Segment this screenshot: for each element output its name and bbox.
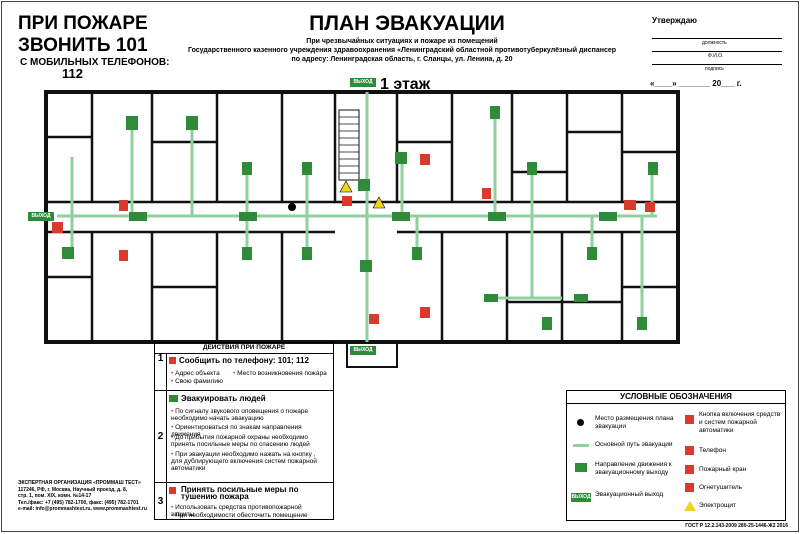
extinguisher-icon [169,487,176,494]
phone-icon [685,446,694,455]
legend-phone: Телефон [699,447,726,454]
step-2-item-c: • До прибытия пожарной охраны необходимо… [171,434,310,448]
legend-hydrant: Пожарный кран [699,466,747,473]
action-step-3: 3 Принять посильные меры по тушению пожа… [155,483,333,520]
subtitle-line2: Государственного казенного учреждения зд… [187,47,617,54]
approval-label: Утверждаю [652,16,697,25]
run-sign-icon [169,395,178,402]
org-addr2: стр. 1, пом. XIX, комн. №14-17 [18,493,92,499]
fire-actions-title: ДЕЙСТВИЯ ПРИ ПОЖАРЕ [155,343,333,354]
legend-exit: Эвакуационный выход [595,491,664,498]
gost-code: ГОСТ Р 12.2.143-2009 280-25-1446-Ж2 2016 [685,523,788,529]
org-addr1: 117246, РФ, г. Москва, Научный проезд, д… [18,486,128,493]
approval-position: должность [702,40,727,46]
exit-sign-icon: ВЫХОД [571,493,591,502]
subtitle-line1: При чрезвычайных ситуациях и пожаре из п… [306,38,498,45]
approval-date: «____» _______ 20___ г. [650,79,742,88]
floor-label: 1 этаж [380,76,431,93]
subtitle-line3: по адресу: Ленинградская область, г. Сла… [291,56,513,63]
legend-title: УСЛОВНЫЕ ОБОЗНАЧЕНИЯ [567,391,785,404]
hydrant-icon [685,465,694,474]
step-3-item-b: • При необходимости обесточить помещение [171,512,308,519]
step-2-item-b: • Ориентироваться по знакам направления … [171,424,302,438]
action-step-2: 2 Эвакуировать людей • По сигналу звуков… [155,391,333,483]
direction-sign-icon [575,463,587,472]
phone-icon [169,357,176,364]
organization-info: ЭКСПЕРТНАЯ ОРГАНИЗАЦИЯ «ПРОММАШ ТЕСТ» 11… [18,480,147,513]
location-dot-icon [577,419,584,426]
org-name: ЭКСПЕРТНАЯ ОРГАНИЗАЦИЯ «ПРОММАШ ТЕСТ» [18,480,141,486]
step-3-item-a: • Использовать средства противопожарной … [171,504,302,518]
legend-direction: Направление движения к эвакуационному вы… [595,461,672,476]
legend-electric: Электрощит [699,502,736,509]
exit-sign-bottom: ВЫХОД [350,346,376,355]
step-2-heading: Эвакуировать людей [181,394,266,403]
exit-sign-top: ВЫХОД [350,78,376,87]
step-1-item-c: • Место возникновения пожара [233,370,327,377]
fire-call-line1: ПРИ ПОЖАРЕ [18,13,148,34]
electric-warning-icon [684,501,696,511]
step-1-item-b: • Свою фамилию [171,378,223,385]
page-title: ПЛАН ЭВАКУАЦИИ [309,12,505,35]
step-1-number: 1 [155,353,167,390]
step-1-heading: Сообщить по телефону: 101; 112 [179,356,309,365]
legend-extinguisher: Огнетушитель [699,484,743,491]
legend-box: УСЛОВНЫЕ ОБОЗНАЧЕНИЯ Место размещения пл… [566,390,786,521]
org-phone: Тел./факс: +7 (495) 782-1700, факс: (495… [18,499,139,506]
fire-actions-box: ДЕЙСТВИЯ ПРИ ПОЖАРЕ 1 Сообщить по телефо… [154,342,334,520]
alarm-button-icon [685,415,694,424]
mobile-number: 112 [62,66,83,81]
step-3-heading: Принять посильные меры по тушению пожара [181,485,299,501]
legend-button: Кнопка включения средств и систем пожарн… [699,411,781,434]
step-1-item-a: • Адрес объекта [171,370,220,377]
approval-signature: подпись [705,66,724,72]
step-2-number: 2 [155,391,167,482]
extinguisher-icon [685,483,694,492]
step-3-number: 3 [155,483,167,520]
mobile-label: С МОБИЛЬНЫХ ТЕЛЕФОНОВ: [20,57,170,68]
step-2-item-d: • При эвакуации необходимо нажать на кно… [171,451,317,472]
legend-location: Место размещения плана эвакуации [595,415,674,430]
path-line-icon [573,444,589,447]
org-email: e-mail: info@prommashtest.ru, www.promma… [18,506,147,512]
action-step-1: 1 Сообщить по телефону: 101; 112 • Адрес… [155,353,333,391]
subtitle: При чрезвычайных ситуациях и пожаре из п… [152,37,652,64]
step-2-item-a: • По сигналу звукового оповещения о пожа… [171,408,309,422]
legend-main-path: Основной путь эвакуации [595,441,673,448]
approval-fio: Ф.И.О. [708,53,724,59]
fire-call-line2: ЗВОНИТЬ 101 [18,35,148,56]
exit-sign-left: ВЫХОД [28,212,54,221]
